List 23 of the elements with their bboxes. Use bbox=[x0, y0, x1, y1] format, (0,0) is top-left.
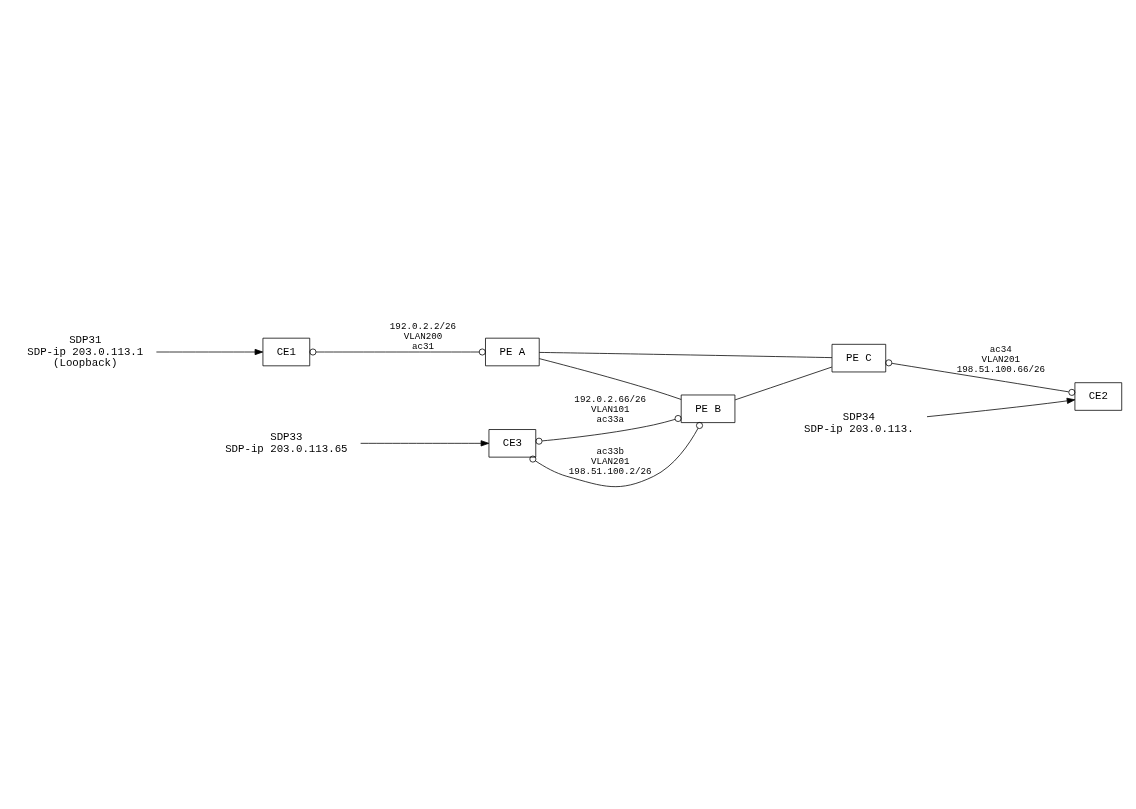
node-box: PE C bbox=[831, 343, 887, 373]
connector bbox=[535, 415, 682, 445]
edge-label: ac33b VLAN201 198.51.100.2/26 bbox=[568, 445, 652, 477]
node-text: SDP33 SDP-ip 203.0.113.65 bbox=[225, 431, 348, 455]
node-box: PE B bbox=[680, 394, 736, 423]
node-box: CE3 bbox=[488, 429, 537, 458]
connector bbox=[529, 422, 703, 487]
connector bbox=[885, 359, 1076, 396]
arrow bbox=[926, 397, 1076, 418]
connector bbox=[309, 348, 486, 356]
arrow bbox=[360, 440, 490, 447]
node-text: SDP34 SDP-ip 203.0.113. bbox=[804, 411, 914, 435]
connector bbox=[538, 352, 833, 358]
arrow bbox=[156, 348, 264, 356]
node-box: CE1 bbox=[262, 337, 311, 367]
edge-label: 192.0.2.66/26 VLAN101 ac33a bbox=[574, 394, 647, 426]
edge-label: ac34 VLAN201 198.51.100.66/26 bbox=[956, 343, 1045, 375]
connector bbox=[734, 366, 833, 401]
edge-label: 192.0.2.2/26 VLAN200 ac31 bbox=[389, 321, 457, 353]
node-box: PE A bbox=[485, 337, 540, 367]
node-box: CE2 bbox=[1074, 382, 1123, 411]
connector bbox=[539, 358, 682, 400]
node-text: SDP31 SDP-ip 203.0.113.1 (Loopback) bbox=[27, 334, 144, 370]
